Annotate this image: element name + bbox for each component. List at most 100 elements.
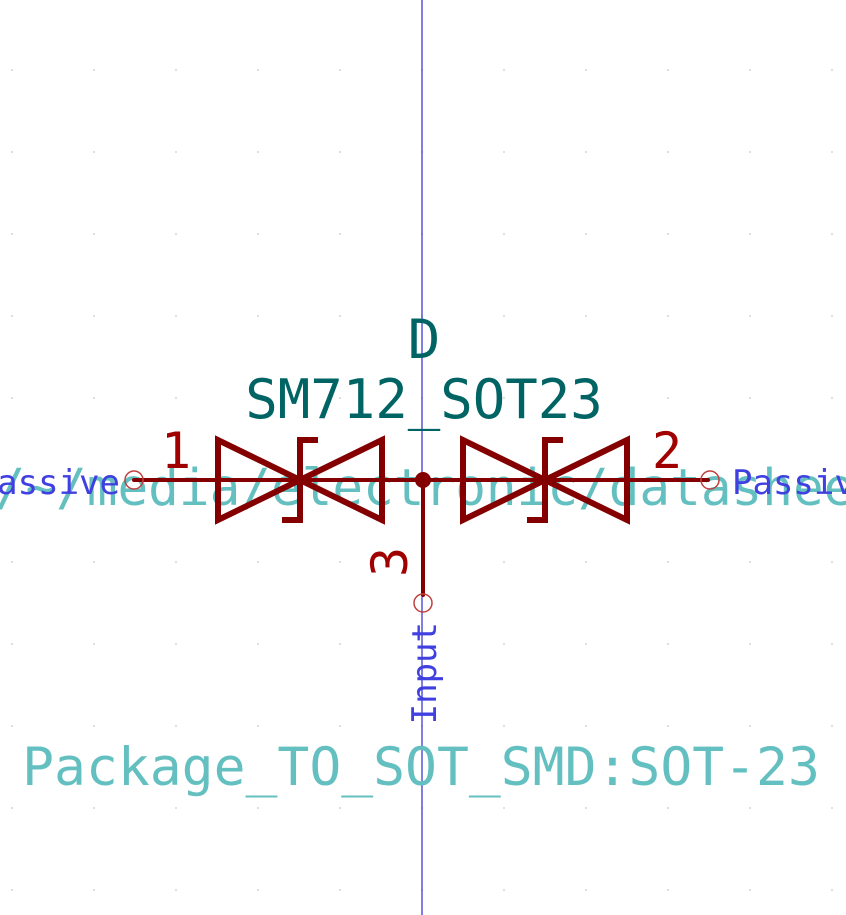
grid-dot <box>93 479 95 481</box>
grid-dot <box>11 233 13 235</box>
grid-dot <box>11 889 13 891</box>
grid-dot <box>11 397 13 399</box>
grid-dot <box>667 69 669 71</box>
grid-dot <box>585 233 587 235</box>
grid-dot <box>11 807 13 809</box>
grid-dot <box>667 151 669 153</box>
grid-dot <box>585 69 587 71</box>
grid-dot <box>11 479 13 481</box>
grid-dot <box>257 315 259 317</box>
grid-dot <box>175 233 177 235</box>
grid-dot <box>831 561 833 563</box>
grid-dot <box>11 725 13 727</box>
grid-dot <box>339 561 341 563</box>
grid-dot <box>749 561 751 563</box>
diode-right-triangle-a <box>460 435 552 525</box>
grid-dot <box>175 151 177 153</box>
grid-dot <box>749 889 751 891</box>
pin-2-end <box>700 470 720 490</box>
grid-dot <box>749 233 751 235</box>
grid-dot <box>257 725 259 727</box>
grid-dot <box>339 643 341 645</box>
grid-dot <box>339 725 341 727</box>
grid-dot <box>93 151 95 153</box>
grid-dot <box>831 233 833 235</box>
pin-1-type: Passive <box>0 463 120 503</box>
grid-dot <box>667 643 669 645</box>
grid-dot <box>93 889 95 891</box>
tvs-diode-right <box>460 435 630 525</box>
diode-right-cathode-bar <box>527 437 563 523</box>
grid-dot <box>503 151 505 153</box>
grid-dot <box>11 315 13 317</box>
grid-dot <box>503 807 505 809</box>
grid-dot <box>175 643 177 645</box>
grid-dot <box>93 725 95 727</box>
grid-dot <box>749 69 751 71</box>
grid-dot <box>93 233 95 235</box>
grid-dot <box>257 151 259 153</box>
grid-dot <box>503 561 505 563</box>
grid-dot <box>667 561 669 563</box>
grid-dot <box>257 233 259 235</box>
pin-1-number: 1 <box>161 422 191 480</box>
grid-dot <box>175 889 177 891</box>
grid-dot <box>831 69 833 71</box>
grid-dot <box>175 397 177 399</box>
grid-dot <box>831 151 833 153</box>
junction-dot <box>415 472 431 488</box>
grid-dot <box>831 889 833 891</box>
grid-dot <box>93 561 95 563</box>
pin-ends <box>124 470 720 613</box>
pin-3-number: 3 <box>361 547 419 577</box>
grid-dot <box>585 807 587 809</box>
grid-dot <box>749 315 751 317</box>
pin-2-number: 2 <box>652 422 682 480</box>
grid-dot <box>11 151 13 153</box>
grid-dot <box>93 315 95 317</box>
grid-dot <box>339 233 341 235</box>
grid-dot <box>339 889 341 891</box>
grid-dot <box>175 561 177 563</box>
grid-dot <box>257 397 259 399</box>
diode-left-triangle-a <box>215 435 307 525</box>
grid-dot <box>257 69 259 71</box>
grid-dot <box>503 643 505 645</box>
pin-2-type: Passive <box>732 463 846 503</box>
grid-dot <box>503 69 505 71</box>
pin-1-end <box>124 470 144 490</box>
grid-dot <box>11 561 13 563</box>
grid-dot <box>257 889 259 891</box>
grid-dot <box>749 643 751 645</box>
grid-dot <box>667 397 669 399</box>
grid-dot <box>257 807 259 809</box>
value-field: SM712_SOT23 <box>245 368 603 431</box>
grid-dot <box>93 69 95 71</box>
grid-dot <box>585 315 587 317</box>
diode-right-triangle-b <box>538 435 630 525</box>
grid-dot <box>93 643 95 645</box>
grid-dot <box>175 69 177 71</box>
grid-dot <box>667 725 669 727</box>
pin-3-end <box>413 593 433 613</box>
grid-dot <box>257 643 259 645</box>
grid-dot <box>257 561 259 563</box>
grid-dot <box>831 725 833 727</box>
grid-dot <box>585 561 587 563</box>
grid-dot <box>339 69 341 71</box>
grid-dot <box>667 233 669 235</box>
grid-dot <box>749 725 751 727</box>
grid-dot <box>503 315 505 317</box>
grid-dot <box>503 889 505 891</box>
grid-dot <box>93 807 95 809</box>
grid-dot <box>503 233 505 235</box>
pin-3-type: Input <box>405 622 445 724</box>
grid-dot <box>585 151 587 153</box>
reference-designator: D <box>408 308 441 371</box>
grid-dot <box>831 479 833 481</box>
grid-dot <box>11 643 13 645</box>
grid-dot <box>339 151 341 153</box>
grid-dot <box>749 807 751 809</box>
